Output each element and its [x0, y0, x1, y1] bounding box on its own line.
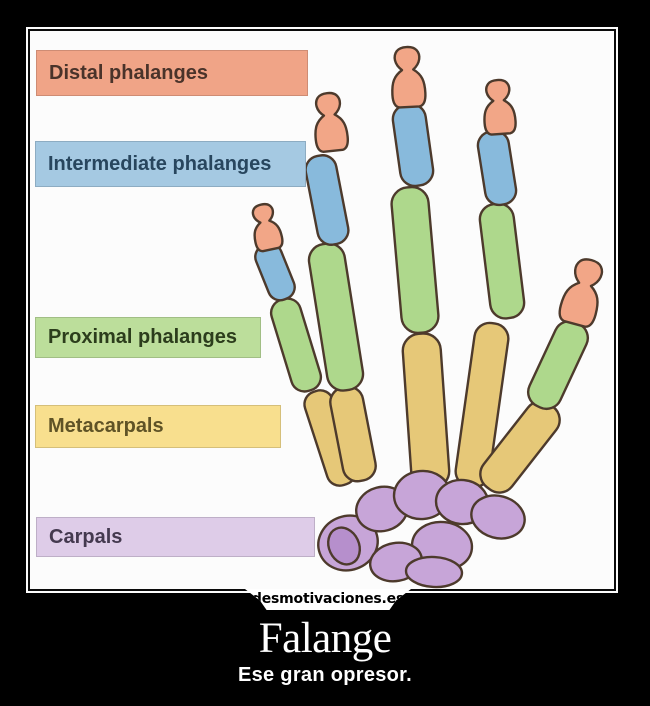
hand-skeleton-illustration [251, 45, 604, 589]
label-proximal-phalanges: Proximal phalanges [35, 317, 261, 358]
watermark-ribbon: desmotivaciones.es [245, 589, 411, 610]
carpal-bones [317, 469, 526, 589]
label-distal-phalanges: Distal phalanges [36, 50, 308, 96]
poster-subtitle: Ese gran opresor. [237, 664, 413, 686]
diagram-canvas: Distal phalanges Intermediate phalanges … [28, 29, 616, 591]
label-intermediate-phalanges: Intermediate phalanges [35, 141, 306, 187]
proximal-phalanx-bones [269, 185, 590, 411]
label-metacarpals: Metacarpals [35, 405, 281, 448]
image-frame: Distal phalanges Intermediate phalanges … [26, 27, 618, 593]
watermark-text: desmotivaciones.es [251, 591, 405, 607]
poster-title: Falange [258, 615, 392, 662]
label-carpals: Carpals [36, 517, 315, 557]
distal-phalanx-bones [251, 45, 604, 328]
intermediate-phalanx-bones [254, 102, 518, 302]
